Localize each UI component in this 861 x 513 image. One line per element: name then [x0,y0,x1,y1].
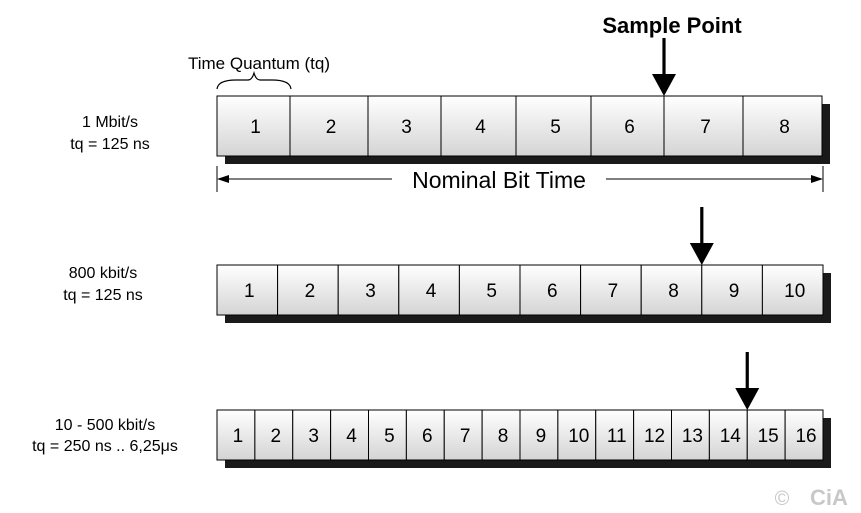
time-quantum-brace [216,70,292,90]
time-quantum-cell [746,409,786,461]
time-quantum-number: 13 [682,426,703,447]
row-rate-label: 1 Mbit/s [82,114,138,131]
time-quantum-cell [742,95,823,157]
time-quantum-number: 10 [784,281,805,302]
time-quantum-cell [405,409,445,461]
time-quantum-number: 9 [729,281,740,302]
row-tq-label: tq = 125 ns [70,136,150,153]
time-quantum-number: 9 [536,426,547,447]
sample-point-arrow-icon [652,38,676,96]
time-quantum-number: 1 [244,281,255,302]
time-quantum-number: 15 [758,426,779,447]
time-quantum-number: 1 [250,117,261,138]
row-tq-label: tq = 125 ns [63,287,143,304]
time-quantum-number: 5 [550,117,561,138]
time-quantum-cell [216,264,279,316]
nominal-bit-time-label: Nominal Bit Time [412,167,586,193]
time-quantum-number: 4 [426,281,437,302]
time-quantum-number: 5 [486,281,497,302]
time-quantum-number: 8 [779,117,790,138]
time-quantum-cell [519,264,582,316]
time-quantum-cell [367,95,442,157]
time-quantum-number: 14 [720,426,742,447]
time-quantum-number: 1 [233,426,244,447]
time-quantum-cell [515,95,592,157]
time-quantum-cell [368,409,407,461]
time-quantum-cell [784,409,824,461]
time-quantum-number: 16 [795,426,816,447]
time-quantum-number: 2 [305,281,316,302]
bit-row-800kbit: 800 kbit/s tq = 125 ns 1 2 3 4 5 6 7 8 9 10 [63,207,831,323]
time-quantum-number: 2 [271,426,282,447]
copyright-symbol: © [775,488,790,510]
time-quantum-number: 6 [547,281,558,302]
nominal-bit-time-dimension: Nominal Bit Time [216,166,824,193]
time-quantum-cell [330,409,369,461]
time-quantum-cell [440,95,517,157]
time-quantum-number: 3 [308,426,319,447]
time-quantum-cell [481,409,521,461]
row-rate-label: 10 - 500 kbit/s [55,417,156,434]
time-quantum-number: 3 [401,117,412,138]
time-quantum-cell [701,264,763,316]
time-quantum-cell [557,409,597,461]
time-quantum-cell [708,409,748,461]
sample-point-arrow-icon [735,352,760,410]
time-quantum-cell [216,95,291,157]
time-quantum-cell [519,409,559,461]
time-quantum-cell [289,95,369,157]
time-quantum-cell [292,409,332,461]
time-quantum-number: 6 [422,426,433,447]
row-rate-label: 800 kbit/s [69,265,137,282]
row-tq-label: tq = 250 ns .. 6,25μs [32,438,178,455]
time-quantum-cell [443,409,483,461]
time-quantum-number: 11 [607,426,627,447]
sample-point-title: Sample Point [602,13,742,38]
time-quantum-number: 12 [644,426,665,447]
time-quantum-cell [216,409,256,461]
time-quantum-number: 10 [568,426,589,447]
time-quantum-cell [761,264,824,316]
time-quantum-cell [277,264,339,316]
arrow-left-icon [217,175,229,183]
time-quantum-number: 7 [608,281,619,302]
cia-logo: CiA [810,485,848,510]
time-quantum-number: 7 [460,426,471,447]
time-quantum-cell [398,264,460,316]
arrow-right-icon [811,175,823,183]
time-quantum-cell [590,95,665,157]
time-quantum-number: 4 [475,117,486,138]
bit-row-1mbit: 1 Mbit/s tq = 125 ns 1 2 3 4 5 6 7 8 [70,38,830,164]
time-quantum-number: 3 [365,281,376,302]
time-quantum-number: 7 [700,117,711,138]
time-quantum-number: 8 [498,426,509,447]
time-quantum-cell [633,409,672,461]
time-quantum-cell [337,264,400,316]
time-quantum-number: 2 [326,117,337,138]
time-quantum-number: 4 [346,426,357,447]
time-quantum-cell [663,95,744,157]
time-quantum-number: 5 [384,426,395,447]
time-quantum-label: Time Quantum (tq) [188,54,330,73]
time-quantum-number: 6 [624,117,635,138]
sample-point-arrow-icon [689,207,714,265]
time-quantum-cell [458,264,521,316]
time-quantum-number: 8 [668,281,679,302]
